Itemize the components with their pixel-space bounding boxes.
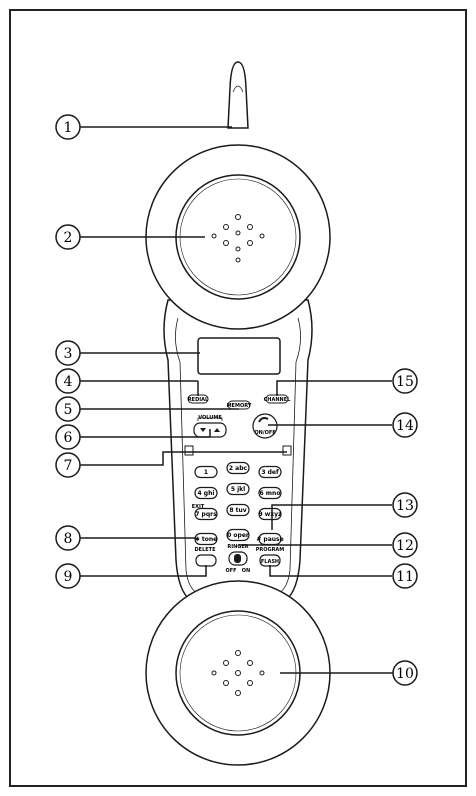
talk-button[interactable]: ON/OFF: [253, 414, 277, 438]
right-side-indicator: [283, 446, 291, 455]
callout-9: 9: [56, 564, 80, 588]
callout-15: 15: [393, 369, 417, 393]
callout-number: 7: [64, 458, 73, 474]
key-label: 3 def: [261, 469, 279, 476]
callout-12: 12: [393, 533, 417, 557]
channel-label: CHANNEL: [264, 397, 292, 403]
callout-number: 4: [64, 374, 73, 390]
callout-6: 6: [56, 425, 80, 449]
talk-label: ON/OFF: [254, 430, 275, 436]
key-label: 8 tuv: [229, 507, 246, 514]
delete-button[interactable]: [196, 555, 216, 566]
key-11[interactable]: 0 oper: [227, 530, 249, 541]
key-label: 5 jkl: [231, 486, 245, 493]
exit-label: EXIT: [192, 504, 205, 510]
antenna: [228, 62, 248, 128]
callout-14: 14: [393, 413, 417, 437]
key-label: 9 wxyz: [258, 511, 282, 518]
key-label: 4 ghi: [198, 490, 215, 497]
callout-3: 3: [56, 341, 80, 365]
key-label: 0 oper: [227, 532, 249, 539]
flash-label: FLASH: [261, 559, 279, 565]
callout-number: 14: [396, 418, 414, 434]
callout-7: 7: [56, 453, 80, 477]
lcd-display: [198, 338, 280, 374]
key-label: # pause: [256, 536, 283, 543]
flash-button[interactable]: FLASH: [260, 555, 280, 566]
key-9[interactable]: 9 wxyz: [258, 509, 282, 520]
key-7[interactable]: 7 pqrs: [195, 509, 217, 520]
redial-button[interactable]: REDIAL: [188, 395, 209, 403]
callout-number: 15: [396, 374, 414, 390]
key-8[interactable]: 8 tuv: [227, 505, 249, 516]
channel-button[interactable]: CHANNEL: [264, 395, 292, 403]
callout-number: 12: [396, 538, 414, 554]
memory-button[interactable]: MEMORY: [227, 401, 252, 409]
callout-number: 2: [64, 230, 73, 246]
callout-8: 8: [56, 526, 80, 550]
callout-number: 9: [64, 569, 73, 585]
key-5[interactable]: 5 jkl: [227, 484, 249, 495]
callout-2: 2: [56, 225, 80, 249]
key-label: 7 pqrs: [195, 511, 217, 518]
key-label: 2 abc: [229, 465, 248, 472]
key-1[interactable]: 1: [195, 467, 217, 478]
redial-label: REDIAL: [188, 397, 209, 403]
ringer-switch[interactable]: [229, 552, 247, 565]
key-label: ✱ tone: [195, 536, 217, 543]
left-side-indicator: [185, 446, 193, 455]
callout-10: 10: [393, 661, 417, 685]
key-2[interactable]: 2 abc: [227, 463, 249, 474]
callout-number: 11: [396, 569, 414, 585]
key-6[interactable]: 6 mno: [259, 488, 281, 499]
callout-5: 5: [56, 397, 80, 421]
callout-number: 10: [396, 666, 414, 682]
ringer-off-label: OFF: [225, 568, 236, 574]
callout-number: 8: [64, 531, 73, 547]
key-4[interactable]: 4 ghi: [195, 488, 217, 499]
key-10[interactable]: ✱ tone: [195, 534, 217, 545]
ringer-on-label: ON: [242, 568, 250, 574]
key-label: 1: [204, 469, 208, 476]
callout-number: 3: [64, 346, 73, 362]
key-12[interactable]: # pause: [256, 534, 283, 545]
memory-label: MEMORY: [227, 403, 252, 409]
callout-number: 5: [64, 402, 73, 418]
callout-11: 11: [393, 564, 417, 588]
callout-number: 6: [64, 430, 73, 446]
key-label: 6 mno: [260, 490, 281, 497]
key-3[interactable]: 3 def: [259, 467, 281, 478]
delete-label: DELETE: [195, 547, 217, 553]
callout-13: 13: [393, 493, 417, 517]
callout-number: 1: [64, 120, 73, 136]
callout-number: 13: [396, 498, 414, 514]
callout-1: 1: [56, 115, 80, 139]
program-label: PROGRAM: [256, 547, 285, 553]
callout-4: 4: [56, 369, 80, 393]
